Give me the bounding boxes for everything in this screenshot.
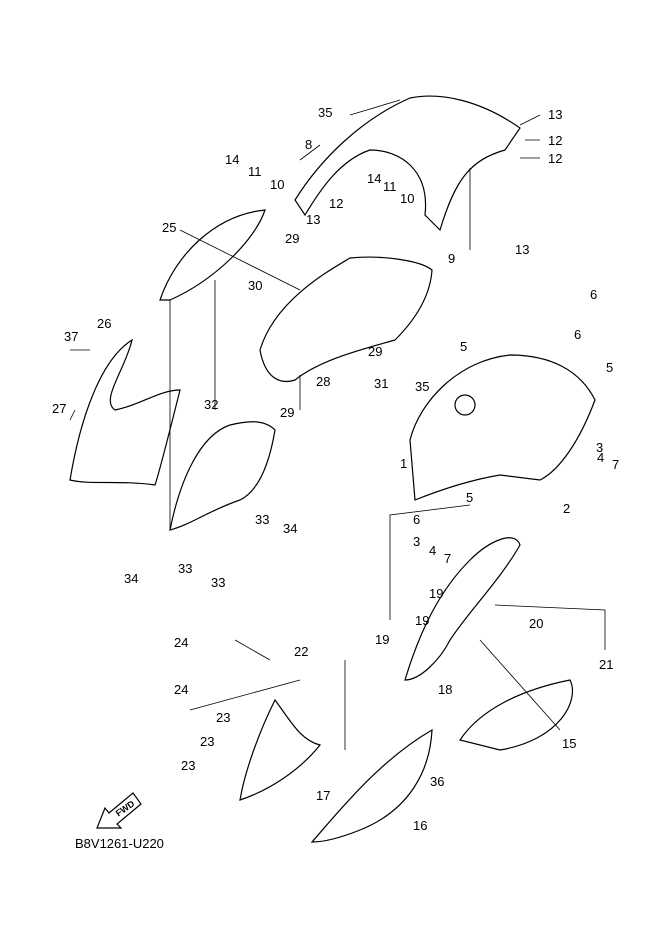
part-callout-31: 31 (374, 376, 389, 391)
part-8-upper-cowl (294, 95, 521, 232)
part-callout-37: 37 (64, 329, 79, 344)
part-callout-15: 15 (562, 736, 577, 751)
part-callout-2: 2 (563, 501, 571, 516)
part-callout-29: 29 (368, 344, 383, 359)
part-callout-12: 12 (548, 133, 563, 148)
part-callout-11: 11 (383, 179, 397, 194)
part-callout-3: 3 (413, 534, 421, 549)
part-18-bracket (404, 537, 521, 681)
part-callout-19: 19 (375, 632, 390, 647)
part-callout-9: 9 (448, 251, 456, 266)
part-25-side-panel (159, 209, 266, 301)
part-callout-7: 7 (444, 551, 452, 566)
part-callout-28: 28 (316, 374, 331, 389)
part-callout-24: 24 (174, 682, 189, 697)
part-callout-35: 35 (318, 105, 333, 120)
part-callout-29: 29 (285, 231, 300, 246)
part-callout-7: 7 (612, 457, 620, 472)
part-callout-13: 13 (548, 107, 563, 122)
part-1-tank-cover (409, 354, 596, 501)
part-32-inner-cover (169, 421, 276, 531)
part-callout-29: 29 (280, 405, 295, 420)
part-callout-5: 5 (466, 490, 474, 505)
part-callout-6: 6 (574, 327, 582, 342)
part-callout-22: 22 (294, 644, 309, 659)
part-callout-23: 23 (181, 758, 196, 773)
part-callout-34: 34 (283, 521, 298, 536)
part-callout-24: 24 (174, 635, 189, 650)
part-callout-33: 33 (211, 575, 226, 590)
part-callout-32: 32 (204, 397, 219, 412)
part-callout-18: 18 (438, 682, 453, 697)
diagram-code: B8V1261-U220 (75, 836, 164, 851)
part-callout-27: 27 (52, 401, 67, 416)
part-callout-6: 6 (590, 287, 598, 302)
part-callout-33: 33 (178, 561, 193, 576)
part-callout-35: 35 (415, 379, 430, 394)
part-callout-36: 36 (430, 774, 445, 789)
part-callout-17: 17 (316, 788, 331, 803)
part-callout-6: 6 (413, 512, 421, 527)
part-callout-30: 30 (248, 278, 263, 293)
part-15-side-cover (459, 679, 574, 751)
part-callout-12: 12 (548, 151, 563, 166)
part-callout-21: 21 (599, 657, 614, 672)
part-callout-4: 4 (429, 543, 437, 558)
part-callout-13: 13 (306, 212, 321, 227)
part-callout-4: 4 (597, 450, 605, 465)
part-callout-1: 1 (400, 456, 408, 471)
part-callout-14: 14 (225, 152, 240, 167)
part-callout-20: 20 (529, 616, 544, 631)
part-callout-26: 26 (97, 316, 112, 331)
part-callout-19: 19 (429, 586, 444, 601)
part-inner-panel (259, 256, 433, 382)
part-16-lower-cowl (310, 728, 433, 843)
leader-lines (69, 99, 606, 750)
part-callout-23: 23 (200, 734, 215, 749)
part-callout-13: 13 (515, 242, 530, 257)
part-callout-34: 34 (124, 571, 139, 586)
fwd-arrow-icon: FWD (96, 792, 142, 829)
part-callout-16: 16 (413, 818, 428, 833)
part-callout-25: 25 (162, 220, 177, 235)
part-callout-10: 10 (270, 177, 285, 192)
part-callout-14: 14 (367, 171, 382, 186)
part-callout-23: 23 (216, 710, 231, 725)
emblem (454, 394, 476, 416)
part-callout-11: 11 (248, 164, 262, 179)
part-callout-10: 10 (400, 191, 415, 206)
part-callout-8: 8 (305, 137, 313, 152)
part-callout-19: 19 (415, 613, 430, 628)
part-26-front-cowl (69, 338, 181, 486)
part-callout-5: 5 (460, 339, 468, 354)
part-callout-12: 12 (329, 196, 344, 211)
part-callout-33: 33 (255, 512, 270, 527)
part-callout-3: 3 (596, 440, 604, 455)
part-22-lower-cover (239, 698, 322, 801)
part-callout-5: 5 (606, 360, 614, 375)
